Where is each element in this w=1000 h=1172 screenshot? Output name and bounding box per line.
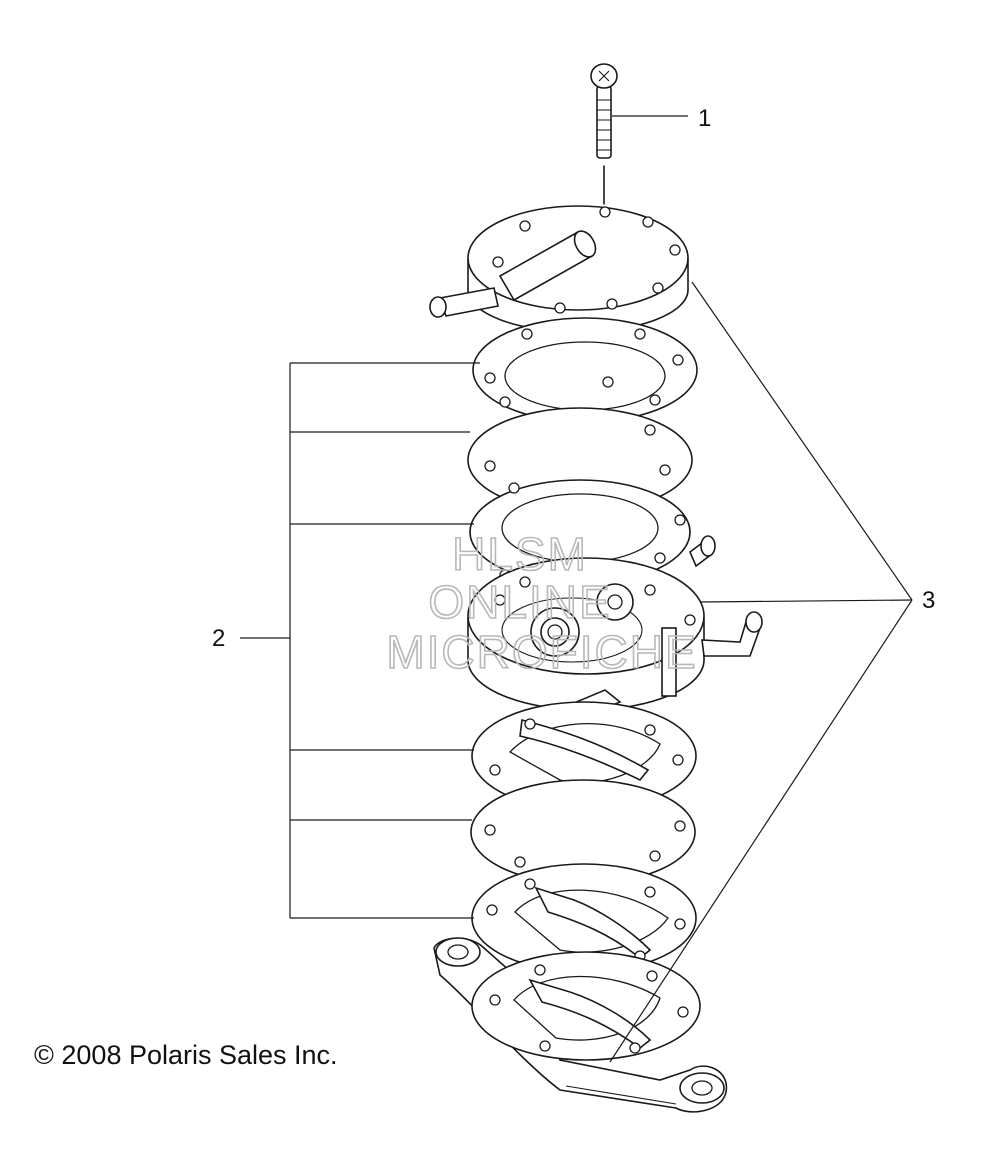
- pump-body: [467, 535, 763, 727]
- bolt: [590, 63, 618, 205]
- watermark-line-1: HLSM: [452, 528, 588, 580]
- watermark: HLSM ONLINE MICROFICHE: [386, 527, 697, 679]
- watermark-line-3: MICROFICHE: [386, 626, 697, 678]
- callout-3: 3: [922, 587, 935, 614]
- top-cover: [429, 205, 689, 333]
- valve-gasket-2: [471, 863, 697, 973]
- watermark-line-2: ONLINE: [428, 576, 611, 628]
- callout-1: 1: [698, 105, 711, 132]
- pump-base: [433, 937, 728, 1113]
- diaphragm-2: [470, 779, 696, 885]
- callout-2: 2: [212, 625, 225, 652]
- valve-gasket-1: [471, 701, 697, 811]
- gasket-ring-2: [469, 479, 691, 586]
- gasket-ring-1: [472, 317, 698, 424]
- copyright-notice: © 2008 Polaris Sales Inc.: [34, 1040, 338, 1070]
- leader-lines: [240, 115, 913, 1063]
